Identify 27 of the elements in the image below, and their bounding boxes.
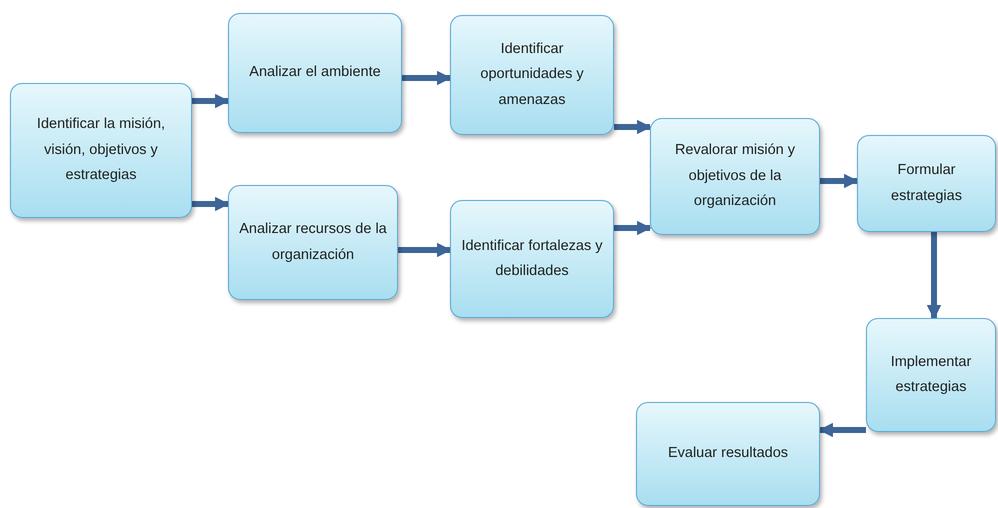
process-box [228, 13, 402, 133]
arrow [926, 232, 942, 320]
arrow [614, 120, 652, 134]
box-label: Identificar la misión, visión, objetivos y estrategias [36, 115, 166, 186]
arrow [820, 174, 858, 188]
arrow [192, 94, 230, 108]
process-box [228, 185, 398, 300]
arrow [398, 242, 452, 258]
box-label: Identificar oportunidades y amenazas [479, 40, 585, 110]
box-label: Revalorar misión y objetivos de la organización [674, 141, 796, 212]
process-box [450, 200, 614, 318]
arrow [402, 70, 452, 86]
process-box [636, 402, 820, 506]
box-label: Analizar el ambiente [249, 63, 381, 82]
box-label: Analizar recursos de la organización [239, 220, 387, 264]
box-label: Identificar fortalezas y debilidades [461, 236, 603, 281]
process-box [10, 83, 192, 218]
box-label: Implementar estrategias [890, 352, 972, 397]
box-label: Formular estrategias [890, 161, 963, 206]
arrow [818, 422, 866, 438]
arrow [192, 196, 230, 212]
process-box [650, 118, 820, 235]
process-box [450, 15, 614, 135]
arrow [614, 220, 652, 236]
process-box [857, 135, 996, 232]
process-box [866, 318, 996, 432]
box-label: Evaluar resultados [668, 444, 788, 464]
